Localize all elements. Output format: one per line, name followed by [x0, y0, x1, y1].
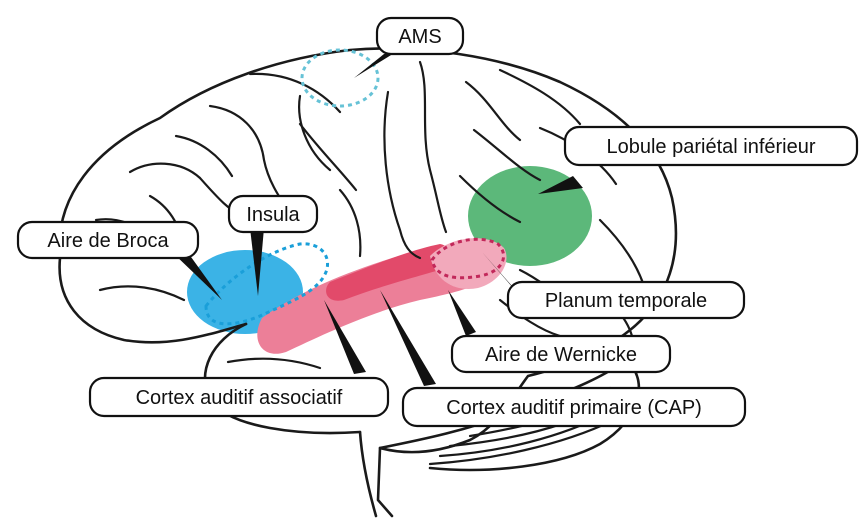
ams-dotted-region [302, 50, 378, 106]
svg-text:Cortex auditif primaire (CAP): Cortex auditif primaire (CAP) [446, 397, 702, 419]
label-primary-auditory: Cortex auditif primaire (CAP) [403, 388, 745, 426]
label-auditory-association: Cortex auditif associatif [90, 378, 388, 416]
label-broca: Aire de Broca [18, 222, 198, 258]
label-ams: AMS [377, 18, 463, 54]
label-wernicke: Aire de Wernicke [452, 336, 670, 372]
label-lobule-parietal: Lobule pariétal inférieur [565, 127, 857, 165]
svg-text:Insula: Insula [246, 204, 300, 226]
svg-text:Aire de Broca: Aire de Broca [47, 230, 169, 252]
svg-text:Lobule pariétal inférieur: Lobule pariétal inférieur [606, 136, 815, 158]
svg-text:Aire de Wernicke: Aire de Wernicke [485, 344, 637, 366]
svg-text:Cortex auditif associatif: Cortex auditif associatif [136, 387, 343, 409]
svg-text:AMS: AMS [398, 26, 441, 48]
svg-text:Planum temporale: Planum temporale [545, 290, 707, 312]
label-planum-temporale: Planum temporale [508, 282, 744, 318]
brainstem-outline [360, 432, 376, 516]
label-insula: Insula [229, 196, 317, 232]
